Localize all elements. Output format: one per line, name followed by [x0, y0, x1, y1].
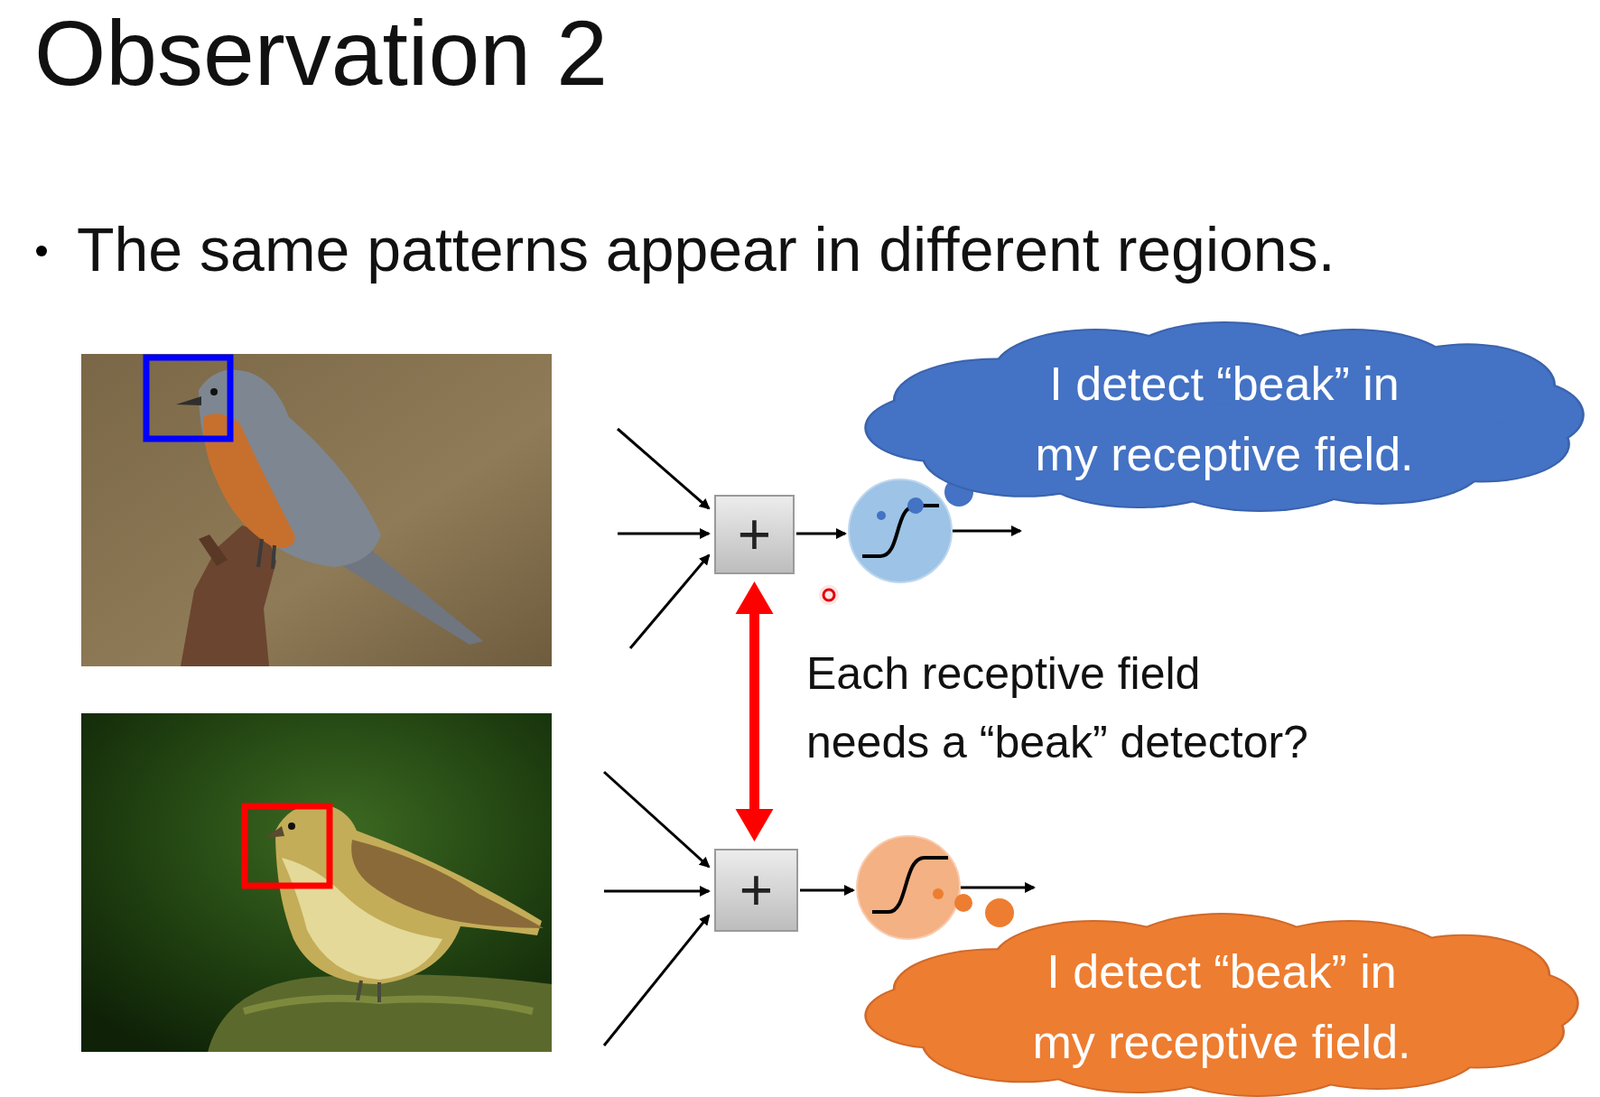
output-wire: [960, 886, 1034, 890]
sum-symbol: +: [739, 861, 773, 920]
sigmoid-curve: [872, 857, 949, 912]
bird-photo-bottom: [81, 713, 552, 1052]
bullet-text: The same patterns appear in different re…: [76, 218, 1336, 280]
photo-background: [81, 713, 552, 1052]
thought-bubble: [907, 497, 924, 514]
output-wire: [952, 530, 1021, 533]
receptive-field-box: [146, 357, 231, 439]
thought-cloud: I detect “beak” in my receptive field.: [866, 918, 1577, 1096]
input-wire: [604, 890, 709, 894]
input-wires-top: [617, 428, 709, 649]
thought-cloud: I detect “beak” in my receptive field.: [866, 326, 1582, 511]
tree-stump: [180, 525, 277, 667]
input-wire: [604, 915, 709, 1046]
sigmoid-curve: [862, 505, 940, 557]
pointer-dot: [823, 589, 835, 601]
slide-title: Observation 2: [34, 7, 608, 100]
double-arrow: [735, 581, 774, 842]
input-wires-bottom: [604, 772, 709, 1046]
moss-texture: [243, 998, 533, 1012]
bird-photo-top: [81, 353, 552, 667]
bird-legs: [258, 539, 275, 569]
cloud-shape: [866, 918, 1577, 1096]
bird-beak: [176, 396, 202, 406]
input-wire: [617, 532, 709, 536]
mossy-branch: [207, 974, 552, 1052]
sum-wire: [796, 532, 846, 536]
activation-circle: [848, 479, 952, 583]
pointer-glow: [818, 585, 839, 605]
bird-breast: [203, 413, 296, 549]
cloud-shape: [866, 326, 1582, 511]
sum-symbol: +: [737, 505, 772, 564]
question-note: Each receptive field needs a “beak” dete…: [806, 639, 1323, 777]
sum-wire: [800, 889, 854, 893]
cloud-text: I detect “beak” in my receptive field.: [1025, 348, 1424, 490]
bullet-dot: [36, 245, 47, 257]
sum-box: +: [714, 494, 795, 575]
receptive-field-box: [244, 806, 330, 886]
input-wire: [617, 428, 709, 509]
thought-bubble: [985, 898, 1014, 928]
cloud-text: I detect “beak” in my receptive field.: [1023, 936, 1421, 1078]
bird-eye: [288, 822, 296, 830]
bird-eye: [210, 388, 218, 396]
photo-background: [81, 353, 552, 667]
bird-wing: [351, 839, 544, 929]
bird-legs: [357, 980, 380, 1003]
bird-beak: [265, 826, 285, 838]
thought-bubble: [954, 893, 973, 912]
sum-box: +: [714, 848, 799, 932]
arrow-head: [735, 581, 774, 614]
stump-twig: [198, 534, 228, 567]
input-wire: [630, 555, 709, 649]
arrow-head: [735, 809, 774, 842]
activation-circle: [856, 836, 960, 940]
thought-bubble: [932, 888, 944, 900]
thought-bubble: [876, 511, 886, 521]
arrow-shaft: [749, 610, 760, 813]
input-wire: [604, 772, 709, 867]
bird-body: [198, 370, 382, 568]
